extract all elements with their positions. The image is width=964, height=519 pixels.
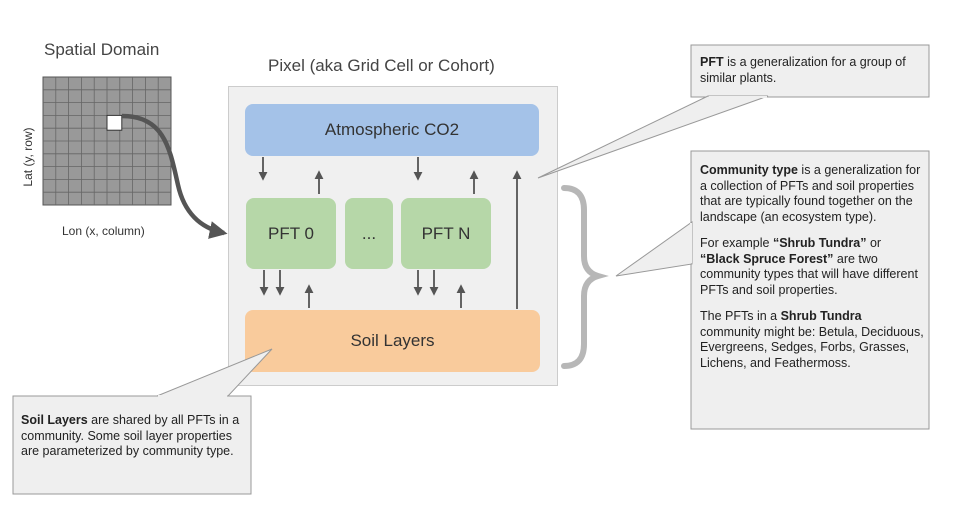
shrub-pfts-list: community might be: Betula, Deciduous, E… [700, 324, 924, 370]
pft-callout-text: is a generalization for a group of simil… [700, 55, 906, 85]
pftN-box: PFT N [401, 198, 491, 269]
pft-callout: PFT is a generalization for a group of s… [700, 55, 924, 97]
community-callout: Community type is a generalization for a… [700, 163, 924, 382]
pft0-box: PFT 0 [246, 198, 336, 269]
community-example-or: or [866, 236, 882, 250]
soil-layers-label: Soil Layers [350, 331, 435, 350]
spatial-domain-title: Spatial Domain [44, 40, 160, 59]
community-example-suffix: are two community types that will have d… [700, 251, 918, 297]
soil-callout-text: are shared by all PFTs in a community. S… [21, 413, 240, 458]
highlighted-grid-cell [106, 114, 123, 131]
pft0-label: PFT 0 [268, 223, 314, 243]
pft-callout-bg [690, 44, 930, 98]
atmospheric-co2-box: Atmospheric CO2 [245, 104, 539, 156]
shrub-tundra-example: “Shrub Tundra” [772, 236, 867, 250]
soil-callout-bg [12, 395, 252, 495]
community-callout-pointer [615, 221, 693, 277]
black-spruce-example: “Black Spruce Forest” [700, 251, 834, 266]
pixel-title: Pixel (aka Grid Cell or Cohort) [268, 56, 495, 75]
shrub-tundra-term: Shrub Tundra [780, 309, 862, 323]
community-example-prefix: For example [700, 236, 773, 250]
pft-ellipsis-label: ... [361, 223, 377, 243]
community-callout-term: Community type [700, 163, 798, 177]
pft-ellipsis-box: ... [345, 198, 393, 269]
community-callout-definition: is a generalization for a collection of … [700, 163, 921, 224]
soil-callout-term: Soil Layers [21, 413, 88, 427]
pftN-label: PFT N [421, 223, 471, 243]
soil-callout: Soil Layers are shared by all PFTs in a … [21, 413, 245, 471]
shrub-pfts-prefix: The PFTs in a [700, 309, 781, 323]
soil-layers-box: Soil Layers [245, 310, 540, 372]
soil-callout-pointer [156, 348, 273, 397]
community-brace [561, 185, 609, 369]
atmospheric-co2-label: Atmospheric CO2 [324, 120, 460, 139]
lon-axis-label: Lon (x, column) [62, 224, 145, 238]
community-callout-bg [690, 150, 930, 430]
pft-callout-term: PFT [700, 55, 724, 69]
cell-to-pixel-arrow [121, 113, 228, 239]
